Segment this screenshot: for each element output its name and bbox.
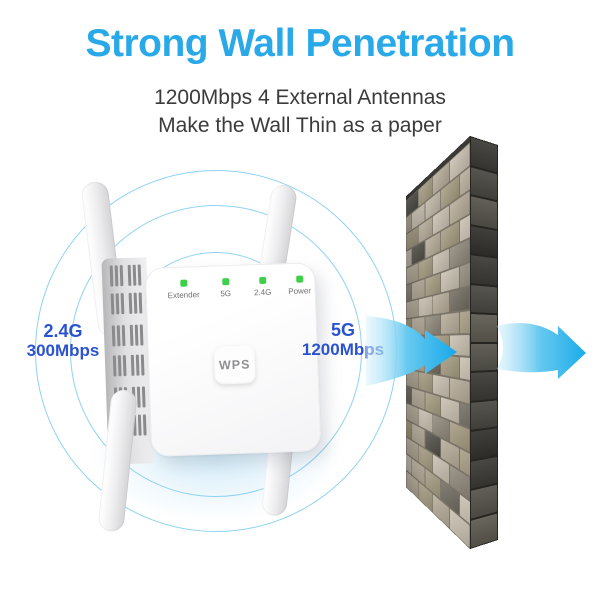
vent-slot — [137, 414, 142, 436]
vent-slot — [139, 324, 143, 346]
vent-slot — [141, 386, 146, 408]
vent-slot — [119, 265, 123, 287]
vent-slot — [115, 293, 119, 315]
vent-slot — [137, 264, 141, 286]
subtitle-line-2: Make the Wall Thin as a paper — [158, 114, 442, 137]
vent-slot — [140, 354, 145, 376]
vent-slot — [130, 354, 135, 376]
vent-slot — [127, 264, 131, 286]
vent-slot — [138, 292, 142, 314]
vent-slot — [114, 265, 118, 287]
band-left-speed: 300Mbps — [26, 341, 100, 360]
vent-slot — [132, 264, 136, 286]
subtitle: 1200Mbps 4 External Antennas Make the Wa… — [0, 84, 600, 140]
vent-slot — [135, 354, 140, 376]
vent-slot — [116, 325, 120, 347]
wps-label: WPS — [218, 357, 251, 373]
led-light — [295, 275, 303, 283]
wps-button: WPS — [213, 345, 256, 385]
vent-slot — [133, 292, 137, 314]
vent-slot — [128, 292, 132, 314]
vent-slot — [122, 355, 127, 377]
led-light — [221, 278, 229, 286]
led-label: Power — [288, 286, 312, 297]
label-5g-band: 5G 1200Mbps — [290, 320, 396, 360]
led-light — [179, 279, 187, 287]
vent-slot — [120, 293, 124, 315]
vent-slot — [134, 324, 138, 346]
led-light — [258, 276, 266, 285]
label-2-4g-band: 2.4G 300Mbps — [10, 321, 116, 361]
vent-slot — [129, 324, 133, 346]
vent-slot — [142, 414, 147, 436]
vent-slot — [109, 265, 113, 287]
vent-slot — [110, 293, 114, 315]
band-right-speed-class: 5G — [330, 320, 355, 340]
vent-slot — [117, 355, 122, 377]
led-indicator: Power — [275, 275, 324, 297]
band-right-speed: 1200Mbps — [301, 340, 385, 359]
band-left-speed-class: 2.4G — [43, 321, 83, 341]
vent-slot — [136, 386, 141, 408]
subtitle-line-1: 1200Mbps 4 External Antennas — [154, 86, 446, 109]
vent-slot — [121, 325, 125, 347]
page-title: Strong Wall Penetration — [85, 22, 515, 65]
